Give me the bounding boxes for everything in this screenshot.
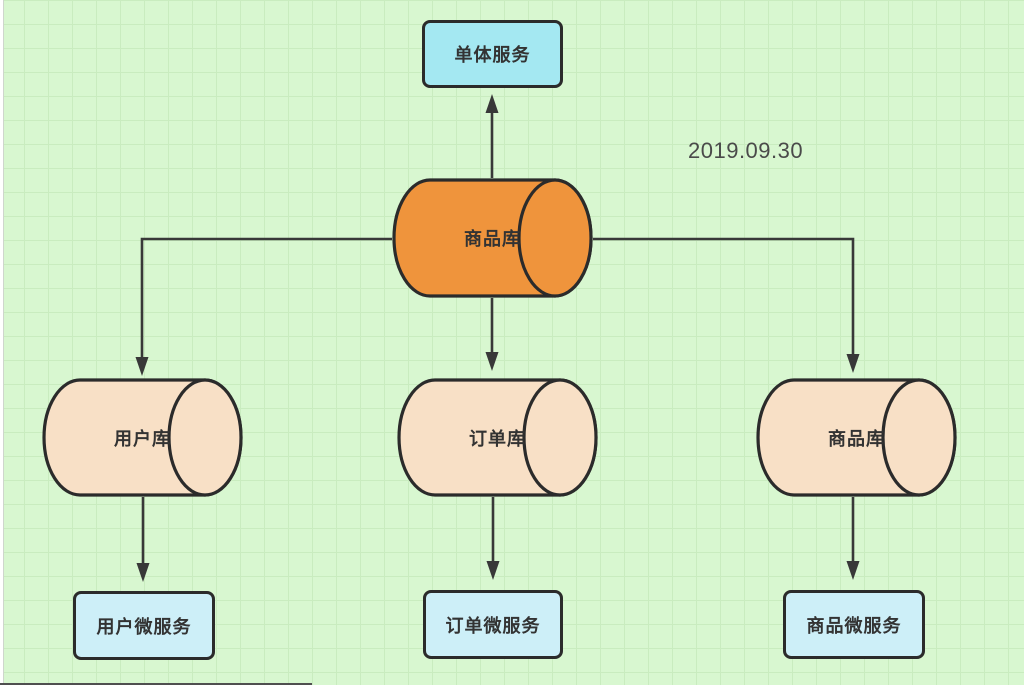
edge-orderdb-to-orderms-arrowhead xyxy=(486,561,500,580)
node-order-microservice-label: 订单微服务 xyxy=(445,615,541,636)
node-product-db-main-label: 商品库 xyxy=(464,229,521,249)
node-user-db-cylinder-shape xyxy=(42,378,243,497)
node-user-db[interactable]: 用户库 xyxy=(42,378,243,497)
node-order-db[interactable]: 订单库 xyxy=(397,378,598,497)
window-edge-line xyxy=(0,683,312,685)
node-order-db-label: 订单库 xyxy=(469,428,526,449)
edge-maindb-to-orderdb xyxy=(485,298,499,371)
edge-userdb-to-userms-arrowhead xyxy=(136,563,150,582)
node-product-db-main[interactable]: 商品库 xyxy=(392,178,593,298)
node-order-db-cylinder-shape xyxy=(397,378,598,497)
edge-maindb-to-userdb-arrowhead xyxy=(135,357,149,376)
edge-maindb-to-monolith-arrowhead xyxy=(485,94,499,113)
node-product-db-main-cylinder-shape xyxy=(392,178,593,298)
edge-maindb-to-productdb-arrowhead xyxy=(846,354,860,373)
edge-userdb-to-userms xyxy=(136,497,150,582)
edge-orderdb-to-orderms xyxy=(486,497,500,580)
node-product-microservice[interactable]: 商品微服务 xyxy=(783,590,925,659)
node-user-microservice[interactable]: 用户微服务 xyxy=(73,591,215,660)
edge-maindb-to-monolith xyxy=(485,94,499,178)
node-monolith-service-label: 单体服务 xyxy=(454,45,531,65)
edge-productdb-to-productms xyxy=(846,497,860,580)
node-user-db-label: 用户库 xyxy=(114,428,171,449)
node-product-db-cylinder-shape xyxy=(756,378,957,497)
edge-maindb-to-productdb xyxy=(593,237,860,373)
canvas-left-margin xyxy=(0,0,4,686)
edge-maindb-to-userdb xyxy=(135,237,392,376)
node-product-db[interactable]: 商品库 xyxy=(756,378,957,497)
edge-maindb-to-orderdb-arrowhead xyxy=(485,352,499,371)
edge-productdb-to-productms-arrowhead xyxy=(846,561,860,580)
node-user-microservice-label: 用户微服务 xyxy=(96,616,192,637)
node-product-db-label: 商品库 xyxy=(828,428,885,449)
node-product-microservice-label: 商品微服务 xyxy=(806,615,902,636)
node-order-microservice[interactable]: 订单微服务 xyxy=(423,590,563,659)
date-annotation: 2019.09.30 xyxy=(688,138,804,163)
node-monolith-service[interactable]: 单体服务 xyxy=(422,20,563,88)
